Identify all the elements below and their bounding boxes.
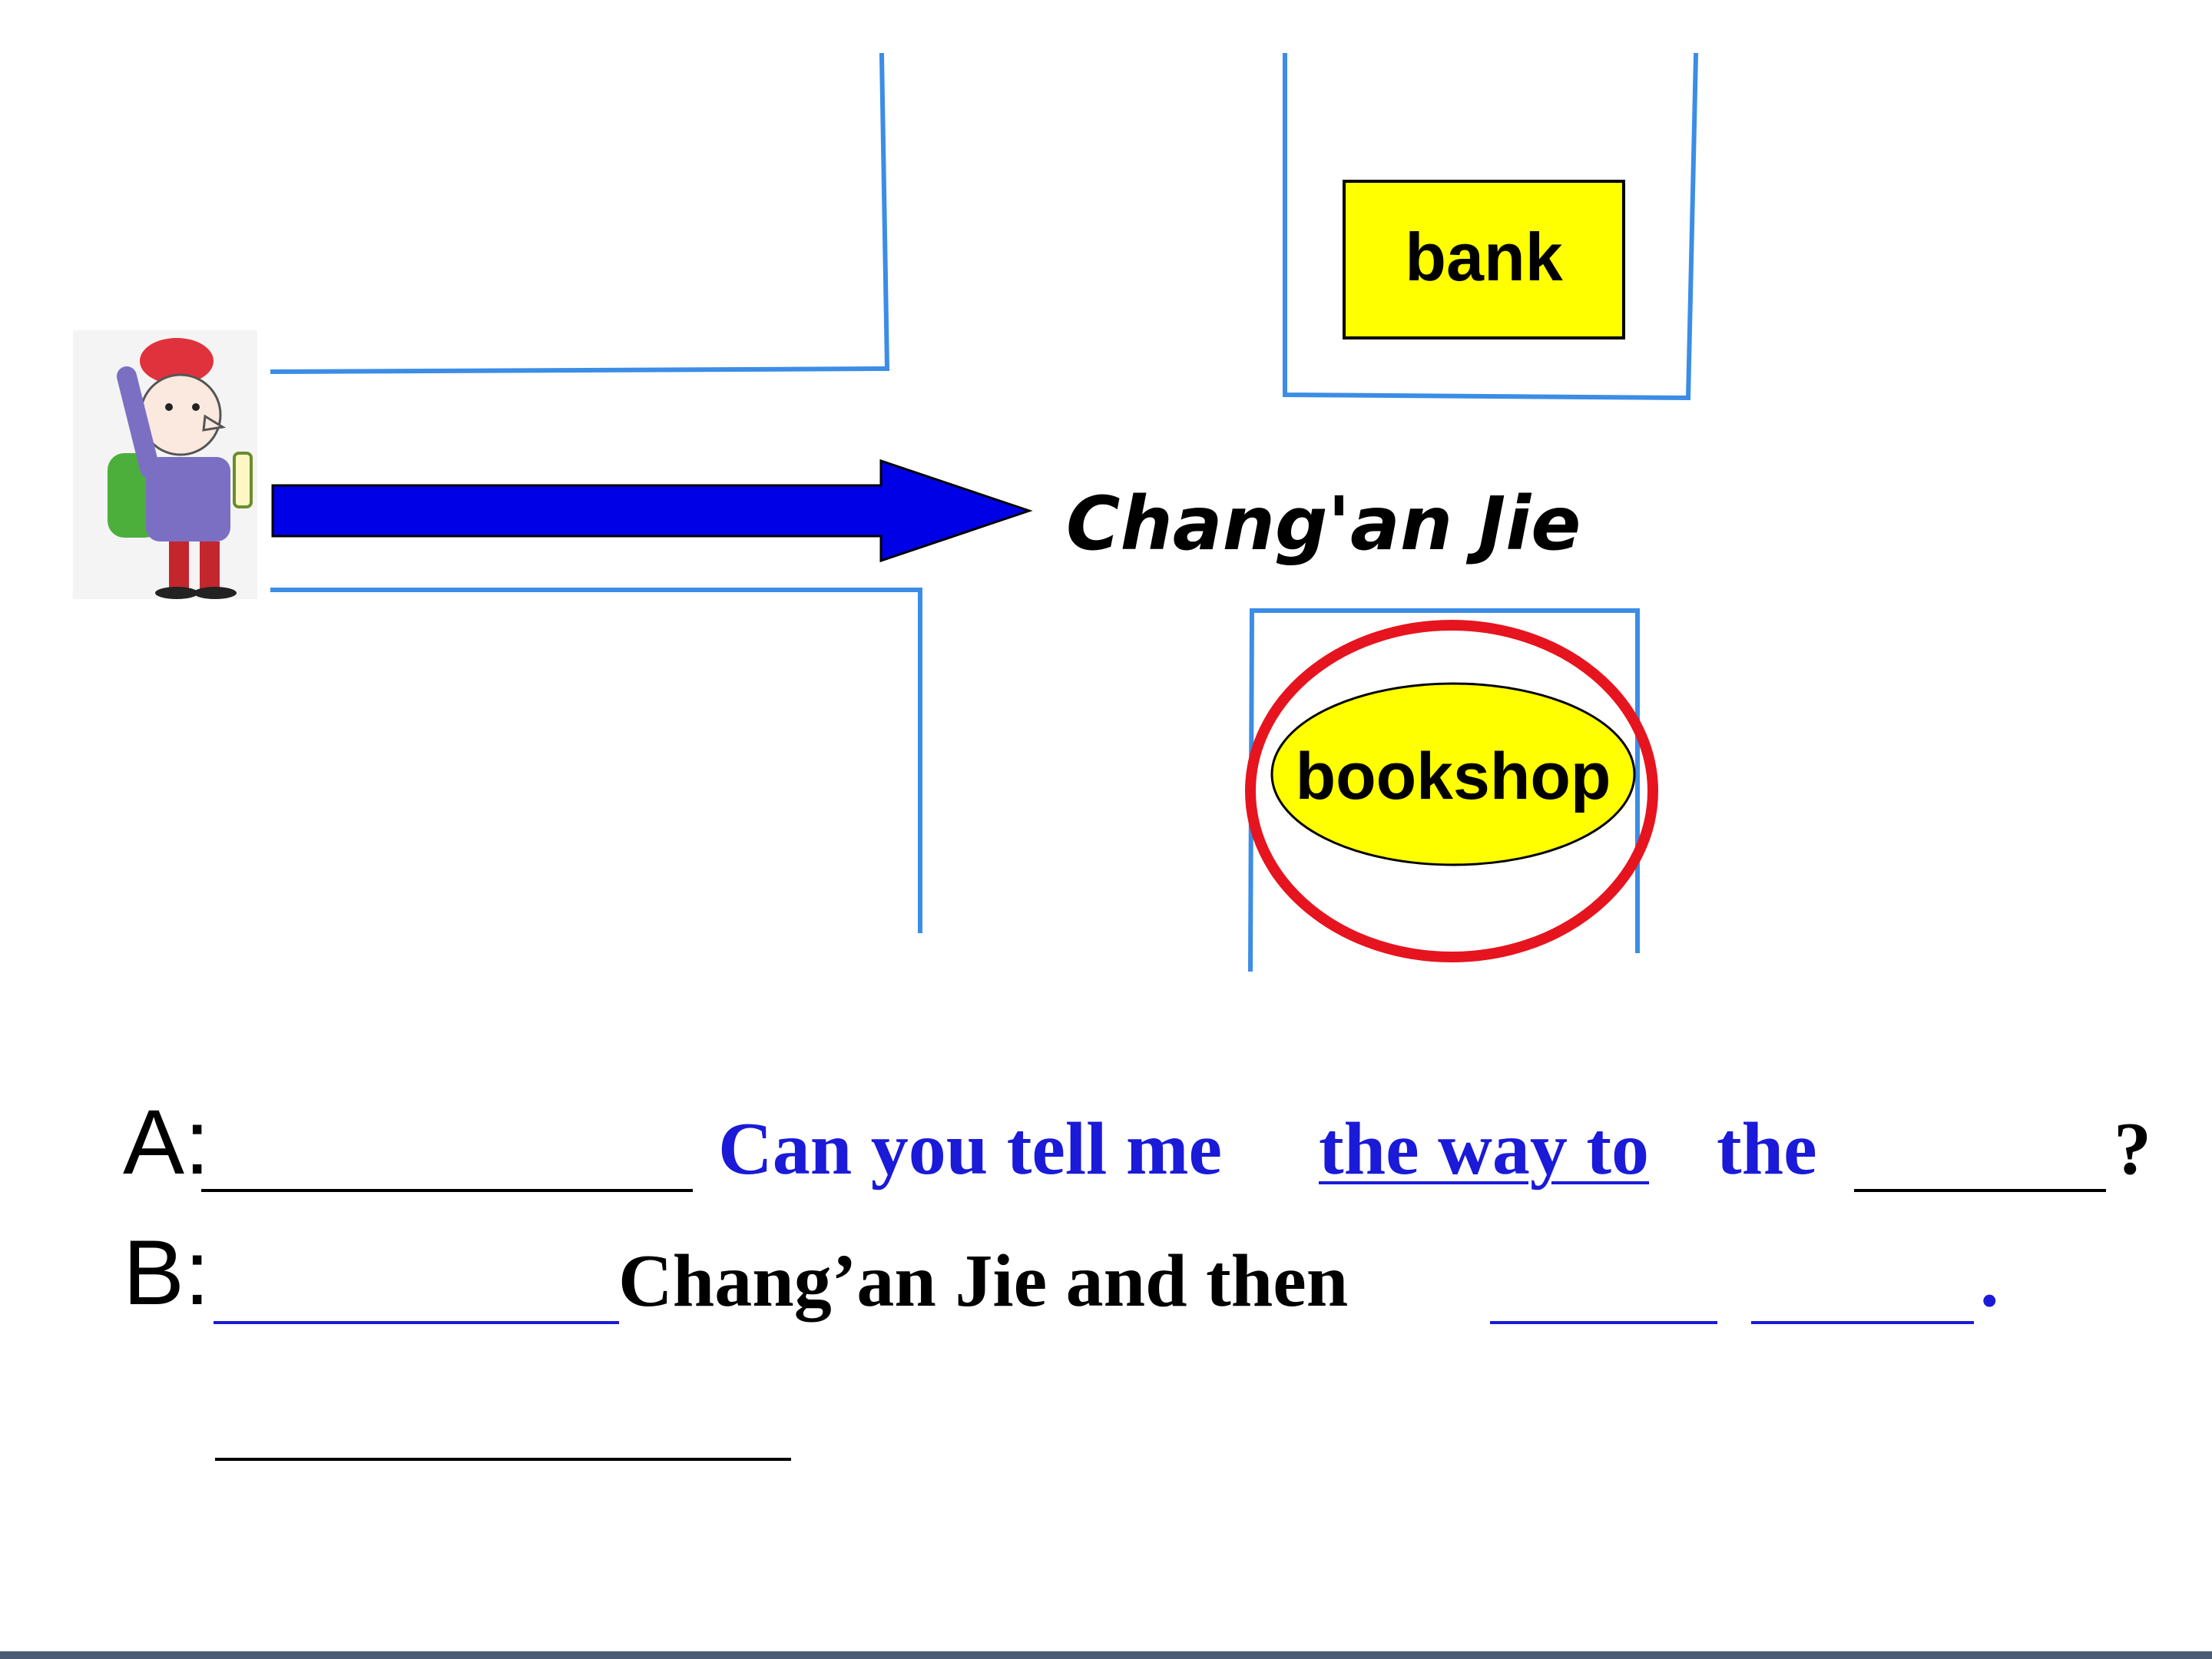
bookshop-place: bookshop [1245,620,1658,962]
answer-blank-c1 [215,1458,791,1461]
footer-bar [0,1651,2212,1659]
tourist-figure-icon [73,330,257,599]
bookshop-label: bookshop [1296,740,1611,813]
right-arrow-icon [271,459,1033,563]
question-text-part2: the [1717,1108,1817,1190]
road-upper-left-edge [270,52,890,375]
road-lower-left-edge [270,588,922,933]
answer-blank-b1 [214,1321,619,1324]
street-name-label: Chang'an Jie [1066,481,1581,567]
answer-text: Chang’an Jie and then [618,1240,1349,1323]
bank-place: bank [1343,180,1625,339]
question-end-mark: ? [2114,1108,2151,1190]
answer-blank-a2 [1854,1189,2106,1192]
bank-block-edge [1283,52,1699,401]
highlight-circle [1245,620,1658,962]
answer-end-mark: . [1980,1240,1999,1323]
question-text-underlined: the way to [1319,1108,1650,1190]
street-map: Chang'an Jie bank bookshop [73,52,1699,972]
question-text-part1: Can you tell me [718,1108,1222,1190]
answer-blank-a1 [201,1189,693,1192]
answer-blank-b2 [1490,1321,1717,1324]
speaker-a-label: A: [123,1091,210,1194]
bank-label: bank [1405,219,1563,295]
answer-blank-b3 [1751,1321,1974,1324]
speaker-b-label: B: [123,1221,210,1324]
